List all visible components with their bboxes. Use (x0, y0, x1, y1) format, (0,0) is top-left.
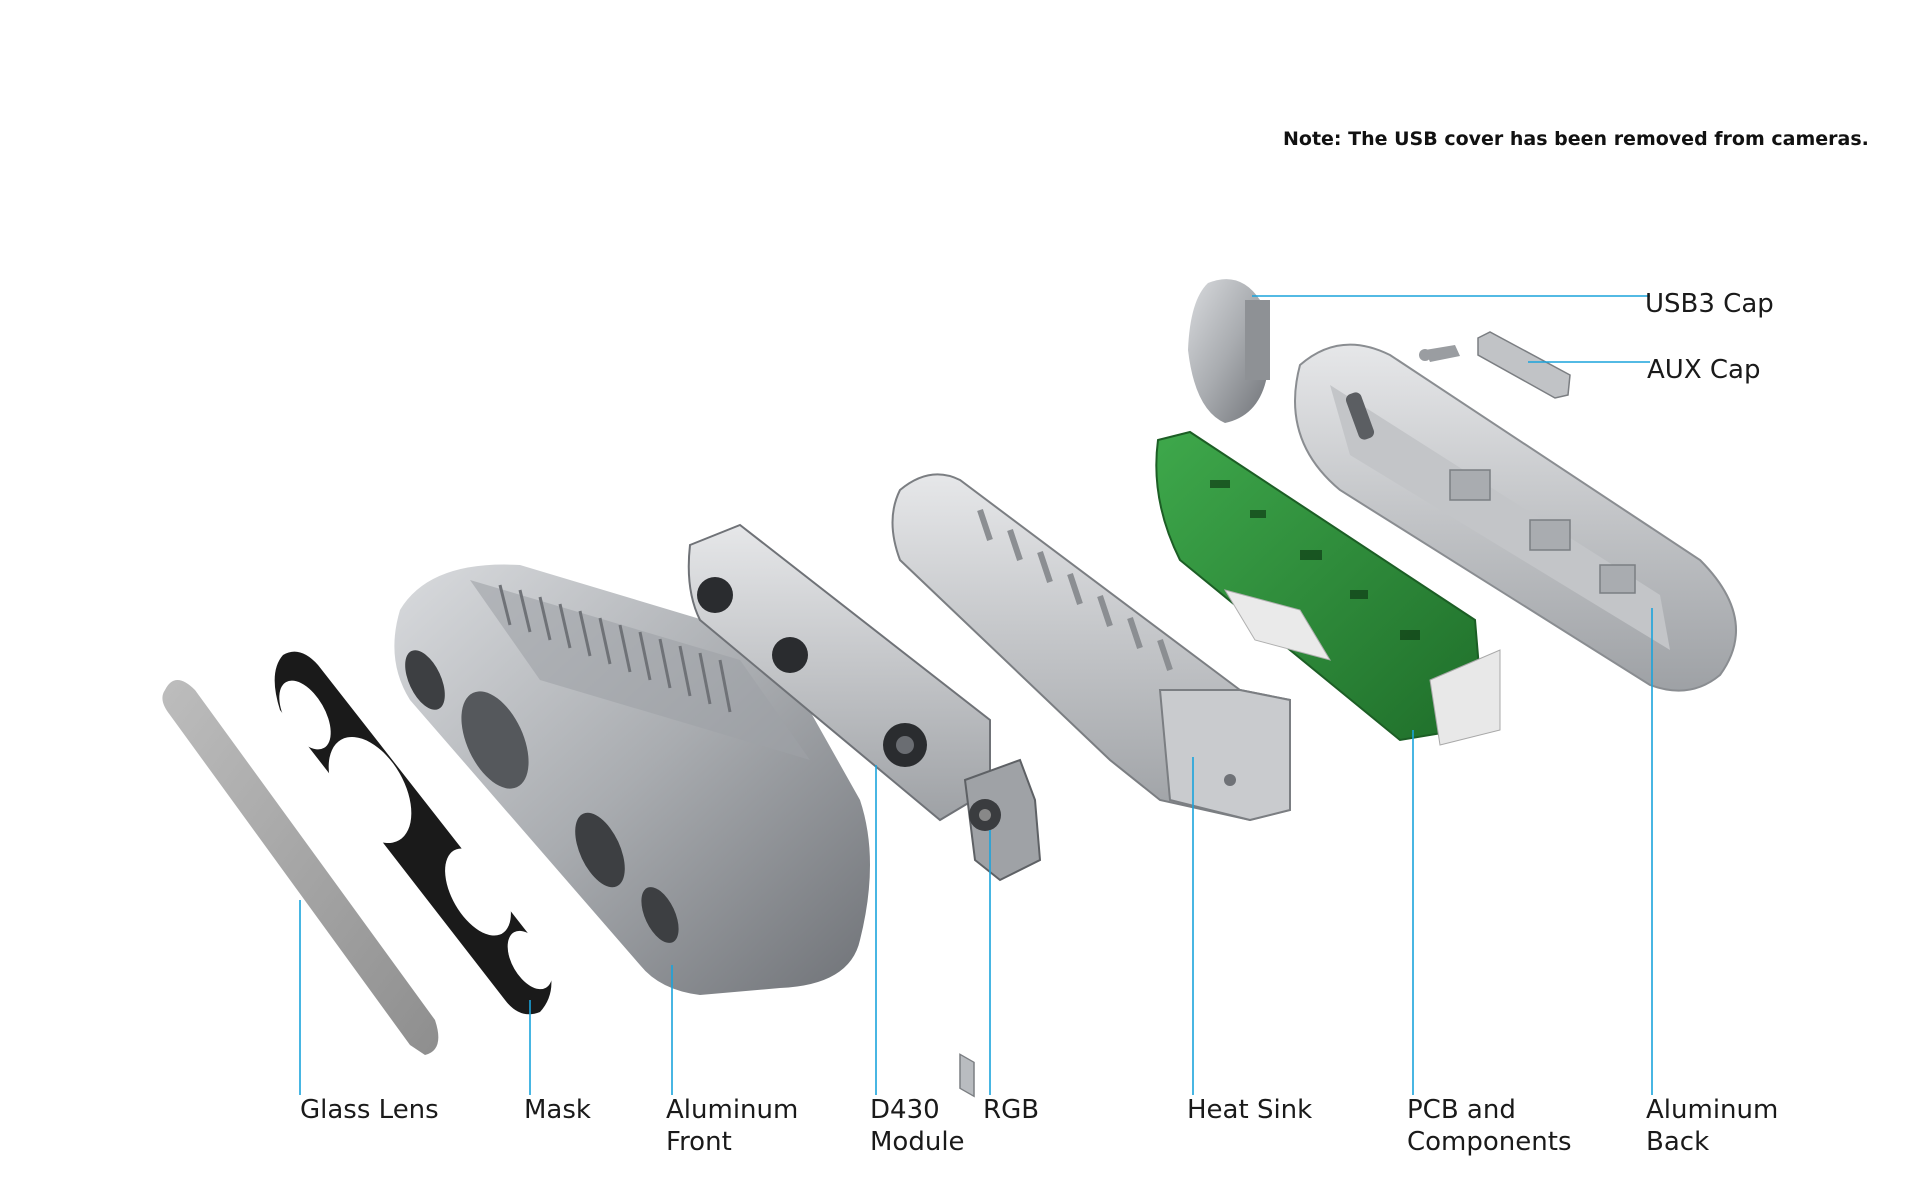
aluminum-front-part (394, 564, 870, 995)
d430-module-part (687, 523, 991, 822)
mask-part (274, 651, 553, 1015)
note-text: Note: The USB cover has been removed fro… (1283, 128, 1869, 150)
label-heat-sink: Heat Sink (1187, 1094, 1312, 1126)
label-aluminum-back: Aluminum Back (1646, 1094, 1778, 1158)
label-d430-module-line1: D430 (870, 1095, 940, 1125)
label-aluminum-back-line2: Back (1646, 1127, 1710, 1157)
rgb-part (963, 758, 1042, 882)
label-aluminum-back-line1: Aluminum (1646, 1095, 1779, 1125)
label-pcb-line2: Components (1407, 1127, 1572, 1157)
label-aluminum-front-line1: Aluminum (666, 1095, 799, 1125)
label-aluminum-front-line2: Front (666, 1127, 732, 1157)
label-pcb: PCB and Components (1407, 1094, 1572, 1158)
label-usb3-cap-line1: USB3 Cap (1645, 289, 1774, 319)
pcb-part (1155, 430, 1501, 746)
label-usb3-cap: USB3 Cap (1645, 288, 1774, 320)
label-rgb: RGB (983, 1094, 1039, 1126)
label-aux-cap-line1: AUX Cap (1647, 355, 1761, 385)
leader-lines (299, 295, 1653, 1095)
aux-cap-part (1419, 331, 1571, 399)
label-d430-module-line2: Module (870, 1127, 965, 1157)
label-mask: Mask (524, 1094, 591, 1126)
usb3-cap-part (1188, 279, 1270, 423)
label-d430-module: D430 Module (870, 1094, 965, 1158)
label-glass-lens-line1: Glass Lens (300, 1095, 439, 1125)
label-glass-lens: Glass Lens (300, 1094, 439, 1126)
label-mask-line1: Mask (524, 1095, 591, 1125)
label-pcb-line1: PCB and (1407, 1095, 1516, 1125)
label-aluminum-front: Aluminum Front (666, 1094, 798, 1158)
label-rgb-line1: RGB (983, 1095, 1040, 1125)
aluminum-back-part (1294, 343, 1737, 692)
glass-lens-part (162, 680, 439, 1055)
label-aux-cap: AUX Cap (1647, 354, 1760, 386)
label-heat-sink-line1: Heat Sink (1187, 1095, 1313, 1125)
